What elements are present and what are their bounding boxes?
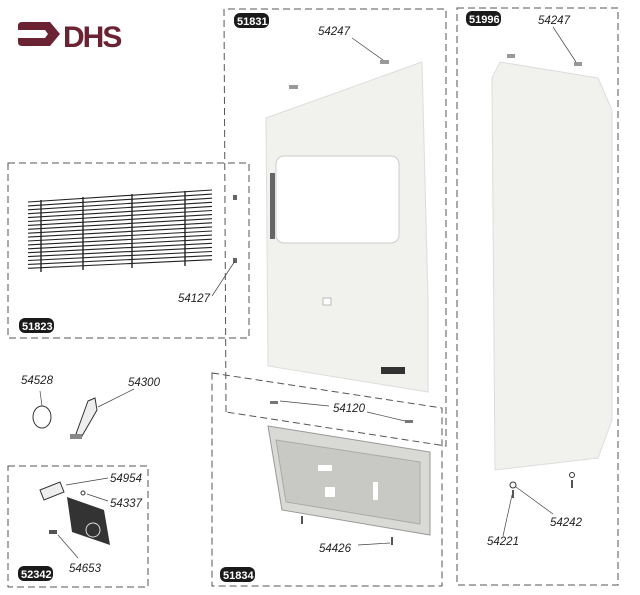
part-label: 54127 <box>178 293 211 305</box>
box-knob-kit <box>7 465 149 588</box>
grille-slat <box>27 222 213 234</box>
front-panel-illustration <box>265 60 429 393</box>
part-label: 54247 <box>538 15 571 27</box>
box-grille <box>7 162 250 339</box>
badge-grille: 51823 <box>19 318 54 333</box>
box-front-panel <box>223 8 447 447</box>
svg-text:51831: 51831 <box>237 16 268 28</box>
part-label: 54337 <box>110 498 143 510</box>
badge-side-panel: 51996 <box>466 11 501 26</box>
grille-slat <box>27 201 213 215</box>
part-label: 54653 <box>69 563 102 575</box>
grille-illustration <box>27 189 213 272</box>
grille-slat <box>27 242 213 254</box>
grille-slat <box>27 193 213 207</box>
part-label: 54242 <box>550 517 583 529</box>
part-label: 54221 <box>487 536 519 548</box>
badge-knob-kit: 52342 <box>18 566 53 581</box>
part-label: 54426 <box>319 543 352 555</box>
grille-slat <box>27 255 213 265</box>
grille-slat <box>27 246 213 258</box>
grille-slat <box>27 189 213 203</box>
grille-slat <box>27 259 213 269</box>
grille-slat <box>27 197 213 211</box>
grille-slat <box>27 226 213 238</box>
dhs-logo: DHS <box>18 21 123 54</box>
grille-slat <box>27 209 213 223</box>
svg-text:51834: 51834 <box>223 570 254 582</box>
grille-clips <box>233 195 237 263</box>
box-control-bezel <box>211 372 443 587</box>
grille-slat <box>27 250 213 262</box>
small-parts-illustration <box>32 397 575 545</box>
part-label: 54120 <box>333 403 366 415</box>
part-label: 54528 <box>21 375 54 387</box>
part-label: 54300 <box>128 377 161 389</box>
grille-slat <box>27 230 213 242</box>
badge-control-bezel: 51834 <box>220 567 255 582</box>
svg-text:51823: 51823 <box>22 321 53 333</box>
part-label: 54954 <box>110 473 142 485</box>
control-bezel-illustration <box>267 401 431 545</box>
svg-text:52342: 52342 <box>21 569 52 581</box>
part-label: 54247 <box>318 26 351 38</box>
grille-slat <box>27 205 213 219</box>
grille-slat <box>27 234 213 246</box>
grille-slat <box>27 238 213 250</box>
logo-text: DHS <box>63 21 121 54</box>
svg-text:51996: 51996 <box>469 14 500 26</box>
leader-lines <box>39 26 577 559</box>
grille-slat <box>27 214 213 226</box>
badge-front-panel: 51831 <box>234 13 269 28</box>
side-panel-illustration <box>491 54 613 471</box>
grille-slat <box>27 218 213 230</box>
box-side-panel <box>456 7 619 586</box>
